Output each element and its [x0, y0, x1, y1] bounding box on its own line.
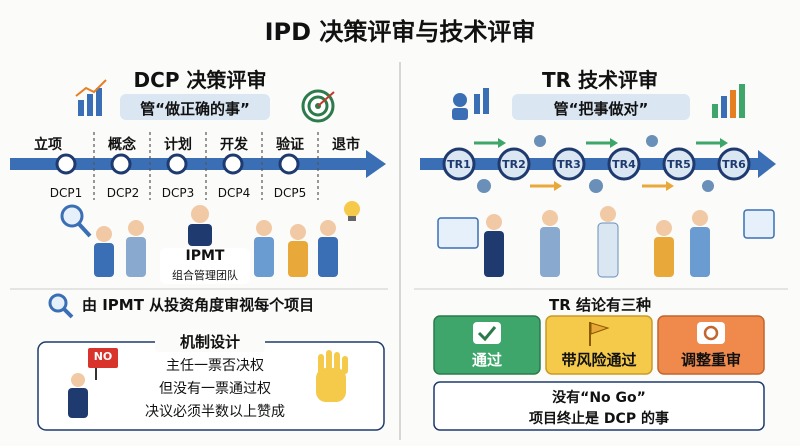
raised-hand-icon [316, 350, 348, 402]
person-figure [288, 224, 308, 277]
lightbulb-icon [344, 201, 360, 221]
person-figure [94, 226, 114, 277]
dcp-label: DCP4 [217, 186, 251, 200]
phase-label: 概念 [108, 137, 136, 153]
tr-label: TR1 [447, 158, 471, 171]
tr-label: TR2 [502, 158, 526, 171]
tr-timeline-arrowhead [758, 150, 776, 178]
mechanism-line: 决议必须半数以上赞成 [145, 404, 285, 420]
dcp-label: DCP5 [273, 186, 307, 200]
tr-motto: 管“把事做对” [553, 100, 649, 118]
note-box [433, 381, 765, 431]
note-line: 没有“No Go” [552, 390, 646, 406]
person-figure [540, 210, 560, 277]
note-line: 项目终止是 DCP 的事 [529, 411, 669, 427]
person-figure [254, 220, 274, 277]
tr-label: TR5 [667, 158, 691, 171]
tr-heading: TR 技术评审 [541, 68, 658, 92]
person-figure [188, 205, 212, 246]
bar-chart-icon [712, 84, 745, 118]
flag-icon [589, 322, 610, 346]
dcp-dashed-markers [93, 132, 319, 200]
ipmt-subtitle: 组合管理团队 [172, 269, 238, 282]
outcome-rereview-box [657, 315, 765, 375]
tr-team-illustration [437, 206, 775, 278]
tr-circles [442, 147, 751, 181]
ipmt-title: IPMT [185, 248, 225, 264]
ipmt-review-text: 由 IPMT 从投资角度审视每个项目 [82, 296, 315, 314]
mechanism-line: 主任一票否决权 [166, 358, 264, 374]
check-icon [473, 322, 501, 344]
person-figure [484, 214, 504, 277]
tr-motto-box [512, 94, 690, 120]
phase-label: 退市 [332, 137, 360, 153]
mechanism-heading: 机制设计 [179, 333, 240, 351]
mechanism-heading-plate [155, 330, 265, 352]
magnifier-icon [60, 204, 92, 238]
phase-label: 验证 [276, 137, 304, 153]
search-icon [48, 293, 74, 319]
chart-board [743, 209, 775, 239]
phase-label: 立项 [34, 137, 62, 153]
tr-flow-arrows [474, 138, 728, 191]
dcp-label: DCP2 [106, 186, 140, 200]
outcome-rereview-label: 调整重审 [680, 351, 741, 369]
refresh-icon [697, 322, 725, 344]
person-figure [690, 210, 710, 277]
person-figure [126, 220, 146, 277]
ipmt-label-plate [160, 248, 250, 284]
tr-conclusion-heading: TR 结论有三种 [548, 296, 651, 314]
outcome-risk-label: 带风险通过 [561, 351, 637, 369]
dcp-milestones [55, 153, 300, 175]
tr-label: TR4 [612, 158, 636, 171]
dcp-timeline-bar [10, 158, 366, 170]
mechanism-line: 但没有一票通过权 [159, 381, 271, 397]
dcp-motto-box [120, 94, 270, 120]
dashboard-screen [437, 217, 479, 249]
dcp-label: DCP3 [161, 186, 195, 200]
outcome-risk-box [545, 315, 653, 375]
person-figure [654, 220, 674, 277]
dcp-label: DCP1 [49, 186, 83, 200]
tr-label: TR6 [722, 158, 746, 171]
outcome-pass-box [433, 315, 541, 375]
tr-label: TR3 [557, 158, 581, 171]
person-analyst-icon [452, 88, 489, 120]
page-title: IPD 决策评审与技术评审 [264, 18, 536, 46]
phase-label: 计划 [164, 137, 192, 153]
person-holding-no-sign [68, 348, 118, 418]
phase-label: 开发 [220, 137, 248, 153]
target-icon [301, 89, 335, 123]
person-figure [318, 220, 338, 277]
gear-icon [477, 135, 714, 193]
no-sign-label: NO [93, 350, 113, 363]
dcp-motto: 管“做正确的事” [140, 100, 250, 118]
dcp-heading: DCP 决策评审 [133, 68, 267, 92]
outcome-pass-label: 通过 [471, 351, 502, 369]
ipmt-team-illustration [94, 205, 338, 277]
person-figure [597, 206, 619, 278]
dcp-timeline-arrowhead [366, 150, 386, 178]
growth-chart-icon [75, 79, 107, 116]
